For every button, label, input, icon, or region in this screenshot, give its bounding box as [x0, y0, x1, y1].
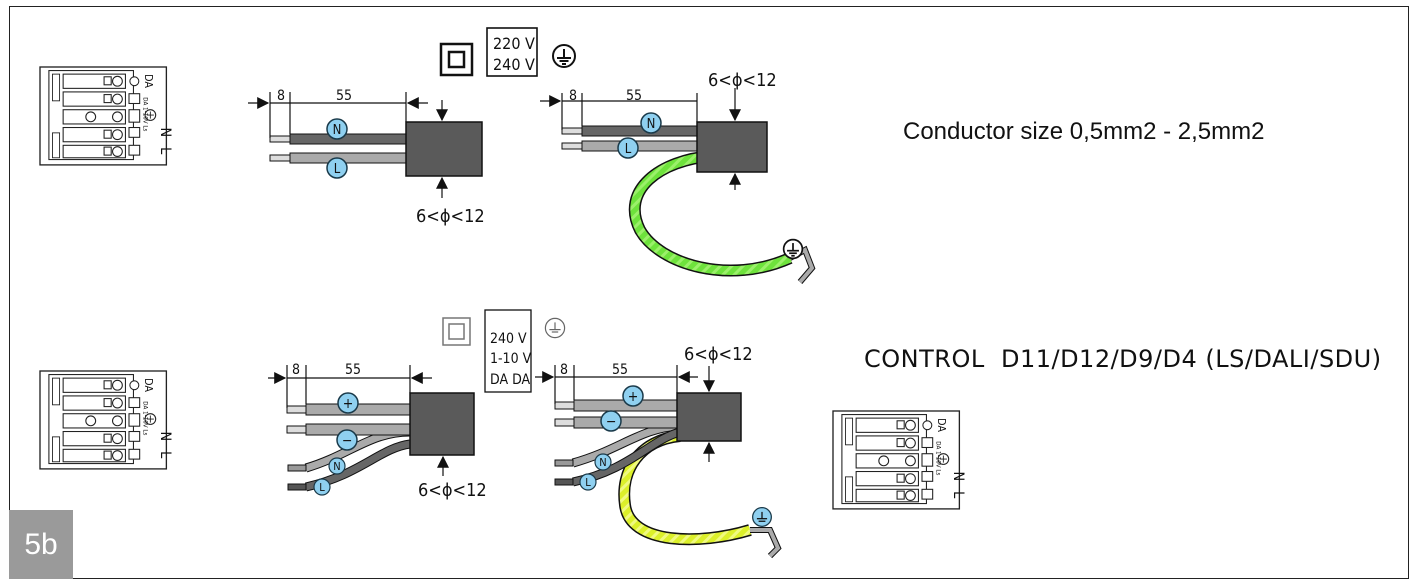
dim-diameter-label: 6<ϕ<12: [708, 70, 777, 91]
wire-label-live: L: [625, 142, 632, 157]
dim-diameter-label: 6<ϕ<12: [416, 206, 485, 227]
dim-strip-label: 8: [277, 88, 285, 104]
terminal-block-icon: [39, 66, 174, 166]
dim-strip-label: 8: [560, 362, 568, 378]
wire-label-plus: +: [628, 389, 639, 405]
figure-frame: [9, 6, 1409, 579]
earth-icon: [752, 507, 772, 527]
wire-label-live: L: [585, 476, 591, 489]
wire-label-neutral: N: [599, 456, 606, 469]
voltage-line: DA DA: [490, 372, 531, 388]
dim-diameter-label: 6<ϕ<12: [684, 344, 753, 365]
figure-label-badge: 5b: [9, 510, 73, 579]
terminal-block-icon: [39, 370, 174, 470]
wire-label-live: L: [319, 481, 325, 494]
wire-label-minus: −: [606, 414, 617, 430]
wire-label-neutral: N: [647, 117, 656, 132]
dim-length-label: 55: [336, 88, 352, 104]
dim-length-label: 55: [345, 362, 361, 378]
wire-label-neutral: N: [333, 460, 340, 473]
double-insulation-icon: [439, 42, 474, 77]
cable-3-wire: [561, 121, 816, 284]
voltage-line: 240 V: [490, 331, 527, 347]
terminal-block-icon: [832, 410, 967, 510]
voltage-line: 220 V: [493, 34, 535, 53]
conductor-size-text: Conductor size 0,5mm2 - 2,5mm2: [903, 118, 1265, 145]
dim-strip-label: 8: [292, 362, 300, 378]
dim-diameter-label: 6<ϕ<12: [418, 480, 487, 501]
wire-label-plus: +: [343, 396, 354, 412]
earth-icon: [782, 238, 804, 260]
wire-label-neutral: N: [333, 123, 342, 138]
voltage-line: 1-10 V: [490, 351, 532, 367]
dim-length-label: 55: [612, 362, 628, 378]
voltage-line: 240 V: [493, 55, 535, 74]
earth-icon: [544, 317, 566, 339]
control-text: CONTROL D11/D12/D9/D4 (LS/DALI/SDU): [864, 345, 1382, 373]
voltage-box: [484, 309, 532, 393]
cable-2-wire: [269, 121, 483, 177]
wire-label-live: L: [334, 162, 341, 177]
dim-length-label: 55: [626, 88, 642, 104]
voltage-box: [486, 27, 538, 77]
wire-label-minus: −: [342, 433, 353, 449]
earth-icon: [552, 44, 576, 68]
cable-4-wire: [286, 392, 475, 492]
dim-strip-label: 8: [569, 88, 577, 104]
double-insulation-icon: [442, 317, 471, 346]
